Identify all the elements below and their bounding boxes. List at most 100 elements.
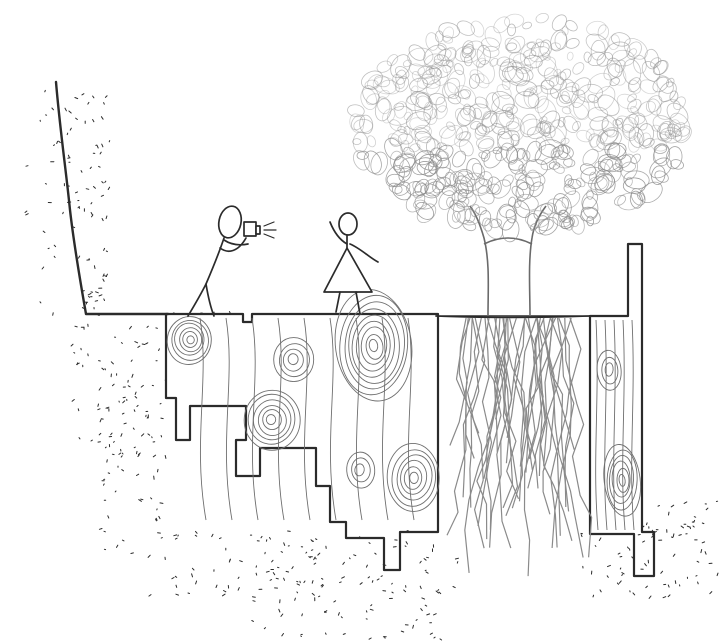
soil-speck xyxy=(76,192,78,193)
soil-speck xyxy=(147,326,148,327)
soil-speck xyxy=(68,155,69,157)
foliage-scribble xyxy=(387,126,411,149)
foliage-scribble xyxy=(407,47,434,67)
soil-speck xyxy=(697,561,699,562)
soil-speck xyxy=(104,484,105,485)
foliage-scribble xyxy=(446,202,467,230)
soil-speck xyxy=(319,596,320,597)
soil-speck xyxy=(270,580,272,581)
soil-speck xyxy=(434,637,435,638)
soil-speck xyxy=(196,581,197,584)
foliage-scribble xyxy=(385,52,400,67)
foliage-scribble xyxy=(463,48,472,54)
soil-speck xyxy=(406,542,407,544)
soil-speck xyxy=(139,500,142,502)
soil-speck xyxy=(252,621,254,622)
soil-speck xyxy=(146,343,148,344)
soil-speck xyxy=(453,587,455,588)
soil-speck xyxy=(223,594,226,596)
soil-speck xyxy=(103,274,104,276)
soil-speck xyxy=(646,586,648,588)
soil-speck xyxy=(117,545,118,547)
soil-speck xyxy=(312,581,313,584)
soil-speck xyxy=(165,456,166,459)
grain-ring xyxy=(351,457,371,482)
soil-speck xyxy=(607,576,608,578)
soil-speck xyxy=(149,595,151,597)
soil-speck xyxy=(314,557,315,560)
soil-speck xyxy=(107,460,108,462)
soil-speck xyxy=(188,593,190,594)
soil-speck xyxy=(105,96,107,98)
soil-speck xyxy=(106,251,107,252)
soil-speck xyxy=(392,583,393,584)
person-head xyxy=(339,213,357,235)
soil-speck xyxy=(297,584,299,585)
soil-speck xyxy=(40,302,41,303)
soil-speck xyxy=(122,413,124,414)
soil-speck xyxy=(424,559,426,561)
soil-speck xyxy=(694,520,695,522)
soil-speck xyxy=(70,128,71,130)
soil-speck xyxy=(142,344,145,345)
soil-speck xyxy=(79,438,80,439)
soil-speck xyxy=(377,579,379,580)
foliage-scribble xyxy=(612,193,627,207)
foliage-scribble xyxy=(511,134,520,146)
soil-speck xyxy=(253,601,255,602)
soil-speck xyxy=(663,597,666,598)
soil-speck xyxy=(338,613,339,616)
soil-speck xyxy=(595,546,596,547)
foliage-scribble xyxy=(553,83,582,111)
soil-speck xyxy=(99,295,102,296)
soil-speck xyxy=(440,639,442,640)
soil-speck xyxy=(93,120,94,122)
foliage-scribble xyxy=(381,135,406,163)
soil-speck xyxy=(622,573,624,574)
soil-speck xyxy=(706,508,708,510)
root-strand xyxy=(541,318,563,470)
soil-speck xyxy=(284,578,285,580)
soil-speck xyxy=(693,526,694,527)
foliage-scribble xyxy=(447,93,462,105)
soil-speck xyxy=(679,535,681,536)
foliage-scribble xyxy=(561,90,571,102)
soil-speck xyxy=(295,598,296,600)
soil-speck xyxy=(617,583,618,584)
soil-speck xyxy=(366,565,367,567)
soil-speck xyxy=(88,102,89,104)
foliage-scribble xyxy=(585,128,595,141)
soil-speck xyxy=(434,614,437,615)
soil-speck xyxy=(381,576,382,577)
soil-speck xyxy=(422,598,425,599)
soil-speck xyxy=(78,409,79,411)
soil-speck xyxy=(192,574,193,577)
soil-speck xyxy=(633,593,635,595)
soil-speck xyxy=(694,517,695,518)
soil-speck xyxy=(138,346,140,347)
grain-line xyxy=(614,320,616,530)
foliage-scribble xyxy=(558,94,571,105)
foliage-scribble xyxy=(496,109,522,133)
soil-speck xyxy=(392,592,393,593)
soil-speck xyxy=(668,595,670,597)
soil-speck xyxy=(96,292,99,293)
soil-speck xyxy=(161,418,163,419)
soil-speck xyxy=(82,308,83,309)
foliage-scribble xyxy=(579,162,597,177)
soil-speck xyxy=(104,248,105,250)
foliage-scribble xyxy=(665,77,676,89)
foliage-scribble xyxy=(594,91,623,120)
soil-speck xyxy=(684,502,687,504)
soil-speck xyxy=(135,392,136,394)
soil-speck xyxy=(369,543,370,544)
soil-speck xyxy=(74,353,75,354)
soil-speck xyxy=(100,420,101,422)
soil-speck xyxy=(111,362,113,364)
root-strand xyxy=(468,318,485,548)
soil-speck xyxy=(196,531,198,533)
soil-speck xyxy=(130,326,132,329)
soil-speck xyxy=(581,535,582,537)
soil-speck xyxy=(420,586,421,588)
grain-line xyxy=(623,320,625,530)
